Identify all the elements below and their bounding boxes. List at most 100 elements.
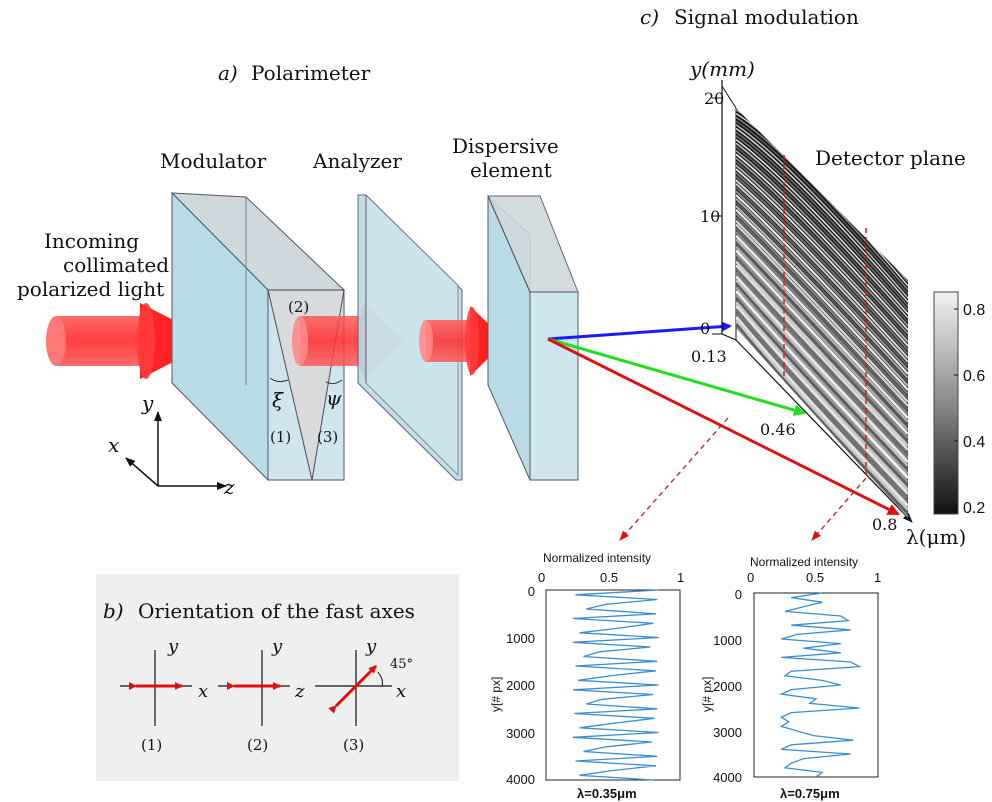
axis-x-arrow [125, 457, 159, 487]
detector-plane-label: Detector plane [815, 146, 966, 170]
fringe-line [736, 223, 908, 407]
detector-fringe-pattern [736, 108, 908, 518]
fringe-line [736, 256, 908, 443]
fringe-line [736, 205, 908, 387]
plot2-frame [753, 592, 879, 778]
fringe-line [736, 201, 908, 383]
fringe-line [736, 290, 908, 480]
axis-x-label: x [108, 433, 119, 457]
plot1-caption: λ=0.35μm [577, 786, 637, 801]
ray-red [547, 337, 900, 516]
section-c-label: Signal modulation [674, 5, 859, 29]
fringe-line [736, 238, 908, 423]
detector-y-tick-0: 0 [700, 319, 710, 338]
plot1-ytick-2000: 2000 [506, 678, 535, 693]
modulator-label: Modulator [160, 149, 267, 173]
coordinate-axes [125, 411, 227, 490]
lambda-axis-arrow [735, 339, 913, 523]
fringe-line [736, 267, 908, 455]
dispersive-element [487, 194, 579, 481]
plot2-xtick-1: 1 [874, 570, 881, 585]
fast-axis-arrow-3 [328, 664, 378, 714]
plot2-series-line [779, 592, 862, 778]
fringe-line [736, 127, 908, 303]
fringe-line [736, 161, 908, 339]
plot2-ytick-2000: 2000 [713, 679, 742, 694]
fringe-line [736, 197, 908, 379]
fringe-line [736, 135, 908, 311]
fringe-line [736, 315, 908, 508]
colorbar-tick-02: 0.2 [963, 500, 985, 517]
fringe-line [736, 279, 908, 468]
fringe-line [736, 308, 908, 500]
plot1-ytick-3000: 3000 [506, 726, 535, 741]
fringe-line [736, 282, 908, 472]
angle-xi-label: ξ [272, 388, 284, 412]
fringe-line [736, 264, 908, 451]
fringe-line [736, 219, 908, 403]
fast-axis-3-angle: 45° [390, 657, 413, 672]
plot1-xtick-05: 0.5 [600, 570, 618, 585]
fringe-line [736, 209, 908, 391]
angle-psi-arc [325, 379, 343, 385]
plot1-ytick-4000: 4000 [506, 772, 535, 787]
plot1-xtick-1: 1 [677, 570, 684, 585]
colorbar [933, 291, 959, 515]
plot1-ylabel: y[# px] [489, 677, 503, 712]
fringe-line [736, 249, 908, 435]
detector-y-tick-10: 10 [700, 207, 720, 226]
fringe-line [736, 164, 908, 343]
dispersed-rays [547, 321, 900, 516]
pointer-to-plot-1 [619, 417, 729, 541]
fringe-line [736, 242, 908, 427]
fringe-line [736, 194, 908, 375]
fast-axis-1-tag: (1) [141, 736, 162, 754]
fringe-line [736, 157, 908, 335]
fringe-line [736, 271, 908, 459]
fast-axis-diagram-1 [120, 650, 192, 726]
fast-axis-3-tag: (3) [343, 736, 364, 754]
section-c-letter: c) [640, 5, 659, 29]
plot1-xtick-0: 0 [538, 570, 545, 585]
fast-axis-2-tag: (2) [247, 736, 268, 754]
fast-axis-2-z: z [294, 681, 305, 702]
plot2-xtick-0: 0 [747, 570, 754, 585]
section-b-title: b) Orientation of the fast axes [103, 599, 415, 623]
dispersive-label-line2: element [470, 158, 552, 182]
axis-z-label: z [223, 475, 235, 499]
section-c-title: c) Signal modulation [640, 5, 859, 29]
fringe-line [736, 190, 908, 371]
fringe-line [736, 319, 908, 512]
incoming-label-line2: collimated [63, 253, 169, 277]
fringe-line [736, 149, 908, 327]
pointer-to-plot-2 [811, 477, 867, 541]
plot2-caption: λ=0.75μm [780, 786, 840, 801]
dispersive-label-line1: Dispersive [452, 134, 559, 158]
fringe-line [736, 275, 908, 463]
axis-y-label: y [141, 391, 154, 415]
fringe-line [736, 234, 908, 419]
fast-axis-diagram-2 [218, 650, 290, 726]
plot1-ytick-1000: 1000 [506, 631, 535, 646]
section-a-letter: a) [218, 61, 238, 85]
plot1-frame [545, 589, 681, 781]
ray-green [547, 337, 806, 416]
fringe-line [736, 286, 908, 476]
fringe-line [736, 301, 908, 492]
fringe-line [736, 216, 908, 399]
detector-y-axis-label: y(mm) [689, 57, 755, 81]
fringe-line [736, 175, 908, 355]
fast-axis-1-y: y [167, 636, 179, 657]
fast-axis-3-x: x [396, 681, 406, 702]
intensity-plot-2: Normalized intensity 0 0.5 1 0 1000 2000… [700, 555, 881, 801]
fringe-line [736, 153, 908, 331]
fast-axis-2-y: y [271, 636, 283, 657]
fringe-line [736, 227, 908, 411]
fringe-line [736, 120, 908, 295]
section-b-label: Orientation of the fast axes [138, 599, 415, 623]
section-b-letter: b) [103, 599, 124, 623]
fringe-line [736, 260, 908, 447]
fringe-line [736, 212, 908, 395]
fringe-line [736, 323, 908, 516]
